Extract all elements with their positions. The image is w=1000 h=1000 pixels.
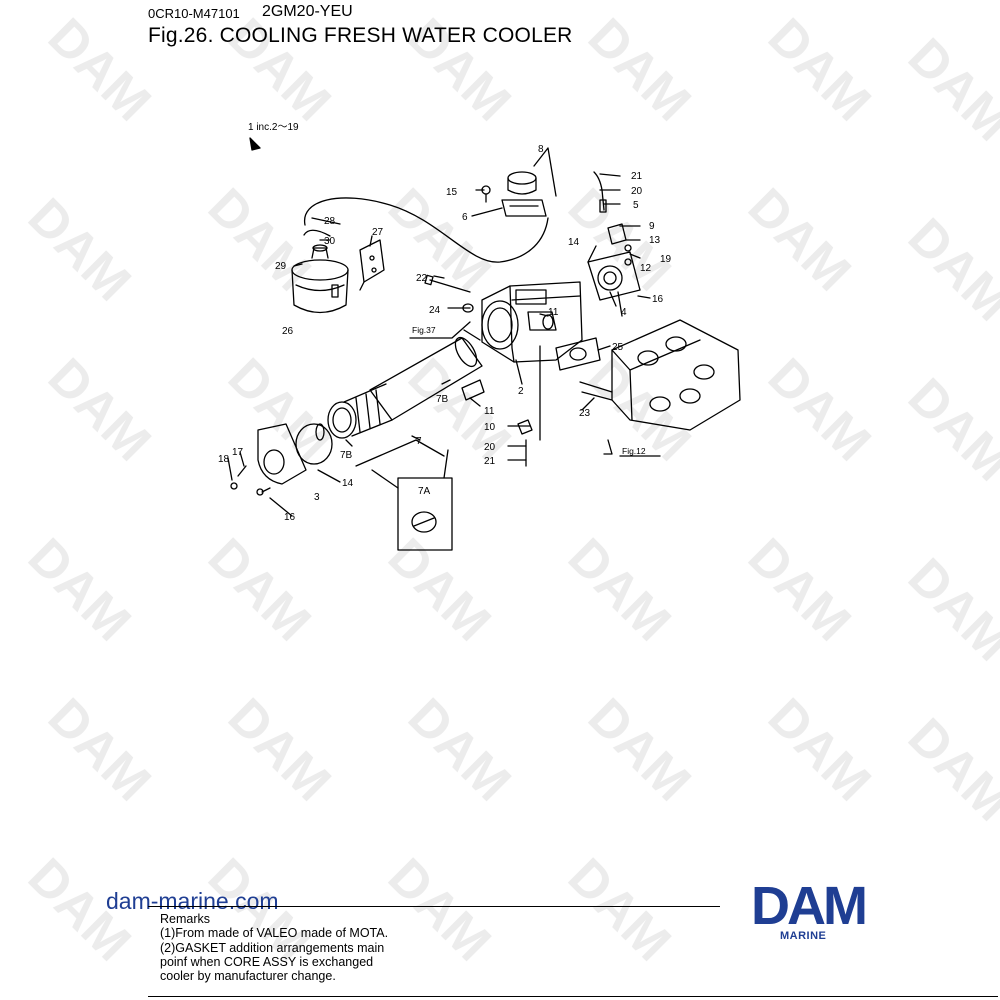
callout-12: 12: [640, 263, 652, 274]
callout-20-upper: 20: [631, 186, 643, 197]
callout-7: 7: [416, 436, 422, 447]
remark-line-4: cooler by manufacturer change.: [160, 969, 336, 984]
callout-27: 27: [372, 227, 384, 238]
callout-7b-upper: 7B: [436, 394, 449, 405]
dam-logo: DAM: [751, 876, 868, 936]
callout-8: 8: [538, 144, 544, 155]
callout-19: 19: [660, 254, 672, 265]
ref-fig37: Fig.37: [412, 325, 436, 335]
callout-5: 5: [633, 200, 639, 211]
callout-22: 22: [416, 273, 428, 284]
callout-16-right: 16: [652, 294, 664, 305]
seal-7a: [411, 511, 437, 533]
remarks-title: Remarks: [160, 912, 211, 926]
callout-9: 9: [649, 221, 655, 232]
callout-6: 6: [462, 212, 468, 223]
callout-28: 28: [324, 216, 336, 227]
callout-20-lower: 20: [484, 442, 496, 453]
callout-3: 3: [314, 492, 320, 503]
remark-line-2: (2)GASKET addition arrangements main: [160, 940, 385, 955]
bottom-divider: [148, 996, 998, 997]
end-cover: [257, 423, 333, 485]
callout-11-lower: 11: [484, 406, 495, 417]
o-ring-7b: [315, 423, 325, 441]
callout-14-lower: 14: [342, 478, 354, 489]
remark-line-3: poinf when CORE ASSY is exchanged: [160, 954, 374, 969]
ref-fig12: Fig.12: [622, 446, 646, 456]
stud-17: [237, 465, 247, 477]
callout-4: 4: [621, 307, 627, 318]
hose-line: [304, 197, 549, 263]
callout-18: 18: [218, 454, 230, 465]
callout-24: 24: [429, 305, 441, 316]
cooler-housing: [481, 281, 583, 363]
callout-14-upper: 14: [568, 237, 580, 248]
callout-7b-lower: 7B: [340, 450, 353, 461]
bolt-22: [429, 279, 471, 293]
drain-cock: [517, 419, 533, 435]
fig37-leader: [409, 321, 471, 339]
callout-30: 30: [324, 236, 336, 247]
callout-29: 29: [275, 261, 287, 272]
model-name: 2GM20-YEU: [262, 3, 353, 20]
callout-16-lower: 16: [284, 512, 296, 523]
callout-21-lower: 21: [484, 456, 496, 467]
callout-23: 23: [579, 408, 591, 419]
callout-11-upper: 11: [548, 307, 559, 318]
document-code: 0CR10-M47101: [148, 6, 240, 21]
nut-18: [230, 482, 238, 490]
footer-divider: [148, 906, 720, 907]
cooler-core: [327, 336, 483, 439]
callout-10: 10: [484, 422, 496, 433]
page-title: Fig.26. COOLING FRESH WATER COOLER: [148, 24, 573, 47]
callout-21-upper: 21: [631, 171, 643, 182]
detail-box-7a: [397, 477, 453, 551]
callout-17: 17: [232, 447, 244, 458]
cylinder-head: [579, 319, 741, 431]
reserve-tank: [291, 229, 349, 314]
callout-25: 25: [612, 342, 624, 353]
callout-13: 13: [649, 235, 661, 246]
logo-subtitle: MARINE: [780, 930, 827, 942]
remarks-block: Remarks (1)From made of VALEO made of MO…: [160, 912, 388, 983]
tank-bracket: [359, 239, 385, 291]
pipe-11: [461, 379, 485, 401]
callout-26: 26: [282, 326, 294, 337]
inc-arrow: [249, 137, 261, 151]
filler-cap: [481, 171, 547, 217]
remark-line-1: (1)From made of VALEO made of MOTA.: [160, 926, 389, 941]
callout-15: 15: [446, 187, 458, 198]
logo-text: DAM: [751, 876, 865, 936]
site-url[interactable]: dam-marine.com: [106, 888, 279, 914]
callout-7a: 7A: [418, 486, 431, 497]
gasket-25: [555, 337, 601, 371]
inc-note: 1 inc.2～19: [248, 122, 299, 133]
callout-2: 2: [518, 386, 524, 397]
